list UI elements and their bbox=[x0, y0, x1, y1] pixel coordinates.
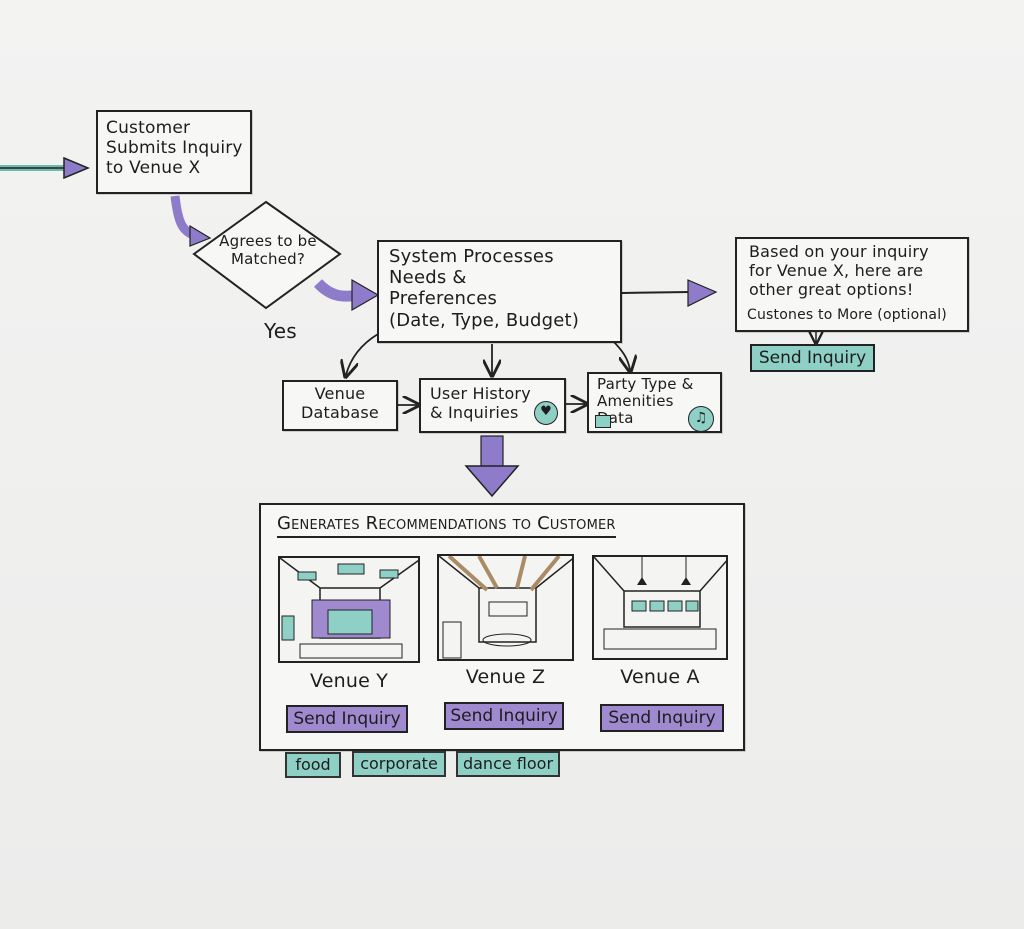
user-history-label: User History & Inquiries bbox=[430, 384, 531, 422]
yes-label: Yes bbox=[264, 319, 297, 343]
venue-database-label: Venue Database bbox=[301, 384, 379, 422]
venue-y-image bbox=[278, 556, 420, 663]
venue-z-image bbox=[437, 554, 574, 661]
user-history-node: User History & Inquiries ♥ bbox=[419, 378, 566, 433]
decision-label: Agrees to be Matched? bbox=[219, 232, 317, 268]
venue-a-name: Venue A bbox=[620, 666, 700, 688]
system-to-suggestion-arrow bbox=[621, 279, 718, 307]
customer-node-label: Customer Submits Inquiry to Venue X bbox=[106, 118, 243, 179]
venue-database-node: Venue Database bbox=[282, 380, 398, 431]
suggestion-send-inquiry-button[interactable]: Send Inquiry bbox=[750, 344, 875, 372]
customer-to-decision-arrow bbox=[170, 195, 212, 247]
customer-node: Customer Submits Inquiry to Venue X bbox=[96, 110, 252, 194]
venue-y-send-inquiry-button[interactable]: Send Inquiry bbox=[286, 705, 408, 733]
venue-z-name: Venue Z bbox=[465, 666, 546, 688]
venue-a-send-inquiry-button[interactable]: Send Inquiry bbox=[600, 704, 724, 732]
tag-corporate[interactable]: corporate bbox=[352, 751, 446, 777]
system-node-label: System Processes Needs & Preferences (Da… bbox=[389, 246, 580, 331]
tag-dance-floor[interactable]: dance floor bbox=[456, 751, 560, 777]
to-recommendations-arrow bbox=[464, 435, 520, 498]
decision-to-system-arrow bbox=[313, 278, 380, 312]
tag-food[interactable]: food bbox=[285, 752, 341, 778]
system-node: System Processes Needs & Preferences (Da… bbox=[377, 240, 622, 343]
envelope-icon bbox=[595, 415, 611, 428]
venue-a-image bbox=[592, 555, 728, 660]
suggestion-node: Based on your inquiry for Venue X, here … bbox=[735, 237, 969, 332]
venue-y-name: Venue Y bbox=[309, 670, 389, 692]
venue-z-send-inquiry-button[interactable]: Send Inquiry bbox=[444, 702, 564, 730]
heart-icon: ♥ bbox=[534, 401, 558, 425]
music-note-icon: ♫ bbox=[688, 406, 714, 432]
suggestion-text: Based on your inquiry for Venue X, here … bbox=[749, 242, 929, 299]
party-type-label: Party Type & Amenities Data bbox=[597, 375, 694, 427]
suggestion-subtext: Custones to More (optional) bbox=[747, 307, 947, 323]
recommendations-title: Generates Recommendations to Customer bbox=[277, 513, 616, 539]
party-type-node: Party Type & Amenities Data ♫ bbox=[587, 372, 722, 433]
entry-arrow bbox=[0, 156, 90, 180]
